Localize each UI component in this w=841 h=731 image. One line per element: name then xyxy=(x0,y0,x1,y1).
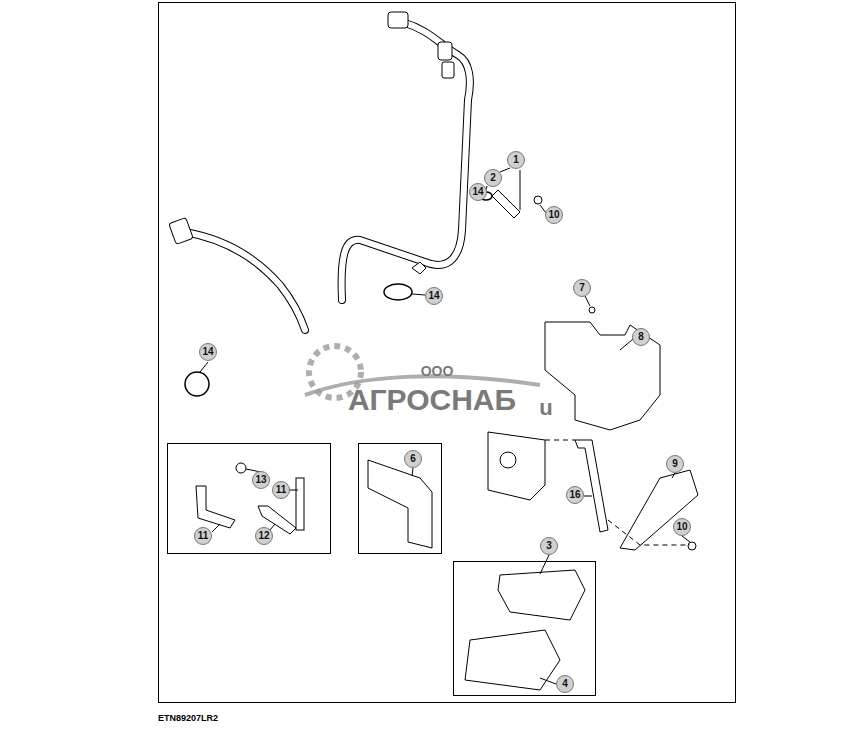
callout-number: 16 xyxy=(566,486,584,504)
callout-number: 10 xyxy=(545,206,563,224)
callout-number: 14 xyxy=(199,343,217,361)
callout-number: 8 xyxy=(632,328,650,346)
callout-number: 11 xyxy=(272,481,290,499)
callout-number: 2 xyxy=(484,169,502,187)
callout-number: 14 xyxy=(469,183,487,201)
callout-number: 9 xyxy=(666,455,684,473)
callout-number: 10 xyxy=(673,518,691,536)
figure-id: ETN89207LR2 xyxy=(158,714,218,723)
callout-number: 6 xyxy=(404,450,422,468)
watermark: АГРОСНАБ xyxy=(348,385,516,415)
callout-number: 1 xyxy=(507,151,525,169)
callout-number: 13 xyxy=(252,471,270,489)
callout-number: 12 xyxy=(255,527,273,545)
callout-number: 11 xyxy=(194,527,212,545)
watermark: u xyxy=(539,397,552,419)
callout-number: 14 xyxy=(425,287,443,305)
callout-number: 7 xyxy=(573,279,591,297)
callout-number: 4 xyxy=(556,675,574,693)
callout-number: 3 xyxy=(540,537,558,555)
watermark: ООО xyxy=(421,364,454,378)
